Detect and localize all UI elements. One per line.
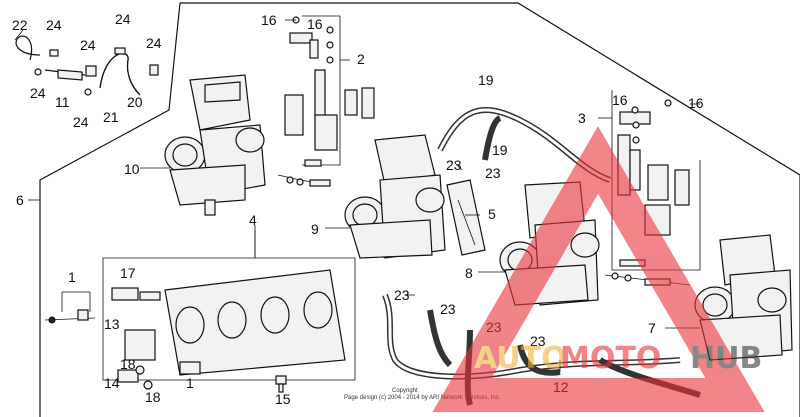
callout-23: 23 bbox=[440, 301, 456, 317]
callout-13: 13 bbox=[104, 316, 120, 332]
callout-23: 23 bbox=[485, 165, 501, 181]
automotohub-watermark: AUTO MOTO HUB bbox=[432, 126, 765, 412]
callout-8: 8 bbox=[465, 265, 473, 281]
callout-1: 1 bbox=[68, 269, 76, 285]
callout-9: 9 bbox=[311, 221, 319, 237]
callout-6: 6 bbox=[16, 192, 24, 208]
link-1 bbox=[44, 291, 96, 324]
leader-lines bbox=[14, 19, 700, 372]
carburetor-9 bbox=[344, 134, 446, 259]
callout-23: 23 bbox=[446, 157, 462, 173]
top-kit-2 bbox=[277, 15, 375, 187]
callout-24: 24 bbox=[73, 114, 89, 130]
callout-20: 20 bbox=[127, 94, 143, 110]
callout-23: 23 bbox=[530, 333, 546, 349]
callout-18: 18 bbox=[145, 389, 161, 405]
callout-11: 11 bbox=[55, 94, 70, 110]
copyright-notice: Copyright Page design (c) 2004 - 2014 by… bbox=[344, 388, 501, 401]
callout-7: 7 bbox=[648, 320, 656, 336]
callout-23: 23 bbox=[394, 287, 410, 303]
callout-24: 24 bbox=[46, 17, 62, 33]
callout-24: 24 bbox=[146, 35, 162, 51]
callout-14: 14 bbox=[104, 375, 120, 391]
callout-24: 24 bbox=[115, 11, 131, 27]
carburetor-7 bbox=[694, 234, 793, 361]
callout-1: 1 bbox=[186, 375, 194, 391]
callout-18: 18 bbox=[120, 356, 136, 372]
callout-15: 15 bbox=[275, 391, 291, 407]
callout-22: 22 bbox=[12, 17, 28, 33]
bolt-15 bbox=[275, 375, 287, 393]
svg-text:Copyright: Copyright bbox=[392, 388, 418, 394]
callout-19: 19 bbox=[478, 72, 494, 88]
callout-4: 4 bbox=[249, 212, 257, 228]
svg-text:Page design (c) 2004 - 2014 by: Page design (c) 2004 - 2014 by ARI Netwo… bbox=[344, 395, 501, 401]
callout-numbers: 22 24 24 24 24 24 24 11 21 20 6 10 16 16… bbox=[12, 11, 704, 407]
callout-5: 5 bbox=[488, 206, 496, 222]
carburetor-10 bbox=[164, 74, 266, 216]
watermark-auto: AUTO bbox=[474, 341, 567, 376]
callout-3: 3 bbox=[578, 110, 586, 126]
callout-16: 16 bbox=[688, 95, 704, 111]
callout-16: 16 bbox=[612, 92, 628, 108]
callout-24: 24 bbox=[80, 37, 96, 53]
callout-16: 16 bbox=[261, 12, 277, 28]
watermark-moto: MOTO bbox=[560, 341, 661, 376]
manifold-box-4 bbox=[102, 230, 356, 390]
callout-17: 17 bbox=[120, 265, 136, 281]
watermark-triangle bbox=[432, 126, 765, 412]
assembly-outline bbox=[39, 2, 800, 417]
part-5 bbox=[446, 179, 486, 256]
callout-16: 16 bbox=[307, 16, 323, 32]
callout-21: 21 bbox=[103, 109, 119, 125]
watermark-hub: HUB bbox=[690, 341, 762, 376]
callout-2: 2 bbox=[357, 51, 365, 67]
callout-10: 10 bbox=[124, 161, 140, 177]
callout-24: 24 bbox=[30, 85, 46, 101]
fuel-hose-group bbox=[15, 35, 159, 96]
callout-19: 19 bbox=[492, 142, 508, 158]
